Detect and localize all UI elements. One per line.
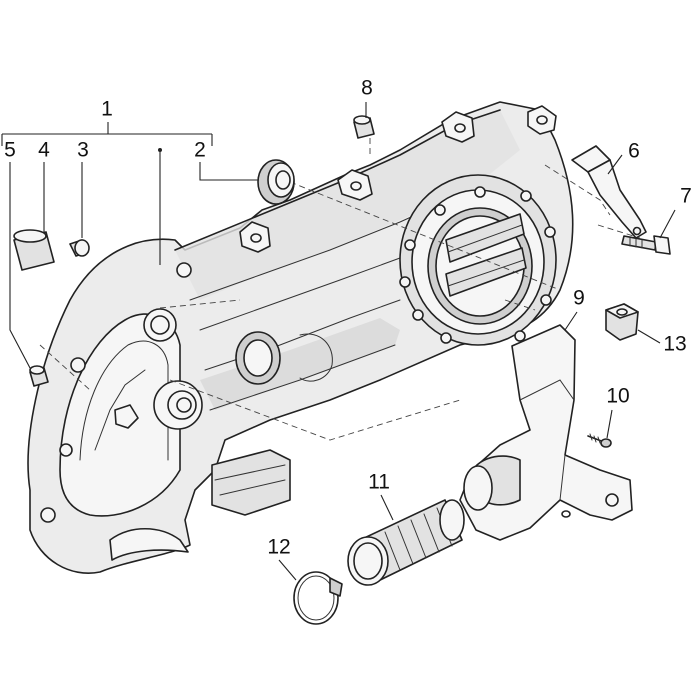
callout-labels: 1 2 3 4 5 6 7 8 9 10 11 12 13	[4, 77, 692, 559]
callout-3: 3	[77, 139, 89, 162]
part-5-dowel-pin	[29, 365, 49, 387]
part-12-hose-clamp	[293, 571, 343, 625]
leader-lines	[1, 102, 676, 581]
part-8-dowel	[353, 115, 375, 139]
callout-8: 8	[361, 77, 373, 100]
part-6-bracket	[571, 145, 647, 239]
callout-1: 1	[101, 98, 113, 121]
callout-4: 4	[38, 139, 50, 162]
part-2-bearing	[257, 159, 295, 205]
part-13-nut	[605, 303, 639, 341]
callout-10: 10	[606, 385, 629, 408]
callout-5: 5	[4, 139, 16, 162]
part-9-intake-housing	[459, 324, 633, 541]
callout-2: 2	[194, 139, 206, 162]
callout-6: 6	[628, 140, 640, 163]
callout-7: 7	[680, 185, 692, 208]
assembly-guide-lines	[39, 128, 641, 441]
part-11-bellows-hose	[347, 499, 465, 586]
callout-12: 12	[267, 536, 290, 559]
callout-11: 11	[368, 471, 390, 494]
callout-9: 9	[573, 287, 585, 310]
part-10-screw	[587, 433, 612, 448]
part-7-bolt	[621, 235, 671, 255]
part-3-small-bushing	[69, 239, 90, 257]
part-4-sleeve	[13, 229, 55, 271]
callout-13: 13	[663, 333, 686, 356]
